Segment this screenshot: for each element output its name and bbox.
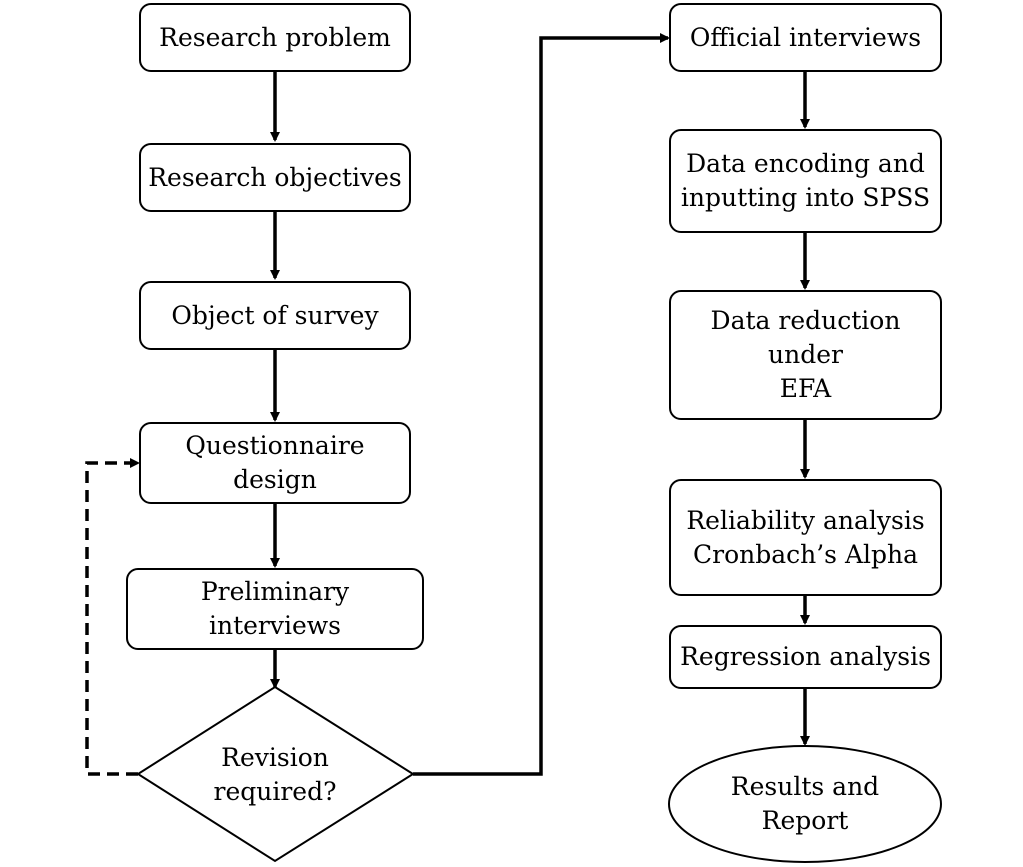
decision-diamond (136, 685, 415, 863)
step-label-line2: Cronbach’s Alpha (692, 539, 919, 569)
step-object-of-survey: Object of survey (139, 281, 411, 350)
step-label-line1: Reliability analysis (686, 505, 925, 535)
step-preliminary-interviews: Preliminary interviews (126, 568, 424, 650)
step-data-encoding: Data encoding and inputting into SPSS (669, 129, 942, 233)
step-regression-analysis: Regression analysis (669, 625, 942, 689)
step-label: Preliminary interviews (200, 577, 350, 640)
terminal-label: Results and Report (690, 768, 920, 840)
decision-label: Revision required? (175, 740, 375, 810)
step-label: Research objectives (148, 162, 402, 192)
arrow-decision-to-official (413, 33, 670, 776)
step-data-reduction: Data reduction under EFA (669, 290, 942, 420)
decision-label-line1: Revision (221, 743, 329, 772)
terminal-label-line2: Report (761, 806, 849, 835)
decision-label-line2: required? (213, 777, 337, 806)
step-label: Object of survey (171, 300, 379, 330)
step-questionnaire-design: Questionnaire design (139, 422, 411, 504)
step-label-line1: Data reduction under (710, 306, 901, 369)
step-reliability-analysis: Reliability analysis Cronbach’s Alpha (669, 479, 942, 596)
arrow-revision-feedback (85, 458, 140, 776)
step-label-line1: Data encoding and (686, 149, 925, 178)
step-label: Regression analysis (680, 642, 931, 671)
step-label-line2: inputting into SPSS (680, 183, 931, 212)
step-official-interviews: Official interviews (669, 3, 942, 72)
step-label: Questionnaire design (185, 431, 365, 494)
step-label: Research problem (159, 22, 391, 52)
step-label-line2: EFA (779, 374, 832, 403)
step-label: Official interviews (689, 22, 922, 52)
terminal-label-line1: Results and (730, 772, 880, 801)
results-ellipse (668, 745, 942, 863)
step-research-objectives: Research objectives (139, 143, 411, 212)
step-research-problem: Research problem (139, 3, 411, 72)
